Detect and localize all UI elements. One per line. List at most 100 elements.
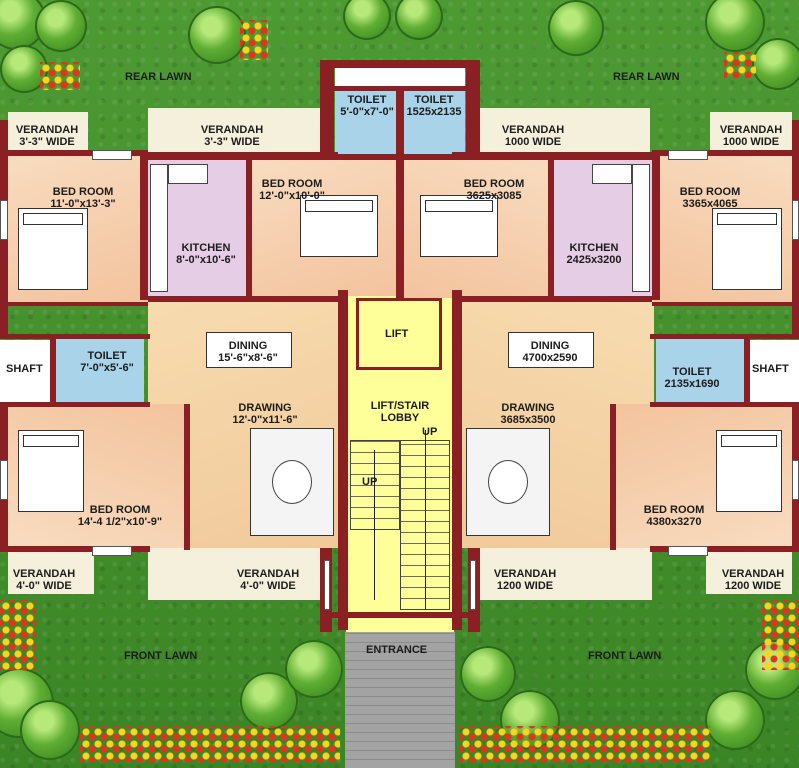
lift [356, 298, 442, 370]
window [324, 560, 330, 610]
window [0, 200, 8, 240]
tree [705, 690, 765, 750]
bed [716, 430, 782, 512]
wall [8, 302, 148, 306]
wall [744, 338, 750, 404]
flower-bed [460, 726, 710, 762]
kitchen-counter [592, 164, 632, 184]
flower-bed [762, 600, 799, 670]
window [792, 200, 799, 240]
wall [610, 404, 616, 550]
wall [148, 152, 338, 160]
stair-arrow [425, 430, 426, 610]
tree [285, 640, 343, 698]
wall [452, 296, 652, 302]
flower-bed [0, 600, 36, 670]
wall [334, 60, 466, 68]
window [470, 560, 476, 610]
rear-verandah-left-inner [148, 108, 328, 154]
front-verandah-left-inner [148, 548, 326, 600]
wall [50, 338, 56, 404]
wall [320, 60, 334, 160]
toilet-top-left [335, 90, 400, 154]
tree [752, 38, 799, 90]
window [92, 546, 132, 556]
bed [18, 208, 88, 290]
wall [332, 612, 468, 618]
toilet-top-court [335, 68, 465, 90]
front-verandah-right-inner [474, 548, 652, 600]
tree [35, 0, 87, 52]
shaft-label: SHAFT [6, 363, 43, 375]
dining-table [508, 332, 594, 368]
front-verandah-left-outer [8, 550, 94, 594]
wall [140, 150, 148, 300]
wall [650, 334, 799, 339]
bed [300, 195, 378, 257]
up-label: UP [362, 476, 378, 488]
coffee-table [272, 460, 312, 504]
wall [334, 154, 466, 160]
shaft-right [750, 340, 799, 402]
window [92, 150, 132, 160]
tree [188, 6, 246, 64]
wall [466, 60, 480, 160]
flower-bed [80, 726, 340, 762]
flower-bed [724, 52, 756, 78]
wall [452, 290, 462, 630]
toilet-top-right [400, 90, 465, 154]
wall [0, 546, 150, 552]
bed [712, 208, 782, 290]
wall [652, 150, 660, 300]
wall [652, 302, 792, 306]
kitchen-counter [150, 164, 168, 292]
kitchen-counter [168, 164, 208, 184]
kitchen-counter [632, 164, 650, 292]
staircase-lower [350, 440, 400, 530]
bed [18, 430, 84, 512]
wall [652, 150, 799, 156]
wall [548, 160, 554, 298]
wall [246, 160, 252, 298]
front-lawn-right-label: FRONT LAWN [588, 650, 662, 662]
toilet-side-left [56, 338, 144, 404]
rear-verandah-right-inner [472, 108, 650, 154]
wall [184, 404, 190, 550]
entrance-path [345, 632, 455, 768]
up-label: UP [422, 426, 438, 438]
window [668, 150, 708, 160]
tree [705, 0, 765, 52]
wall [334, 86, 466, 91]
wall [0, 402, 150, 407]
tree [343, 0, 391, 40]
wall [452, 152, 652, 160]
entrance-label: ENTRANCE [366, 644, 428, 656]
window [668, 546, 708, 556]
wall [650, 402, 799, 407]
window [792, 460, 799, 500]
tree [395, 0, 443, 40]
rear-lawn-right-label: REAR LAWN [613, 71, 680, 83]
rear-verandah-left-outer [8, 112, 88, 152]
shaft-label: SHAFT [752, 363, 789, 375]
stair-arrow [374, 450, 375, 600]
